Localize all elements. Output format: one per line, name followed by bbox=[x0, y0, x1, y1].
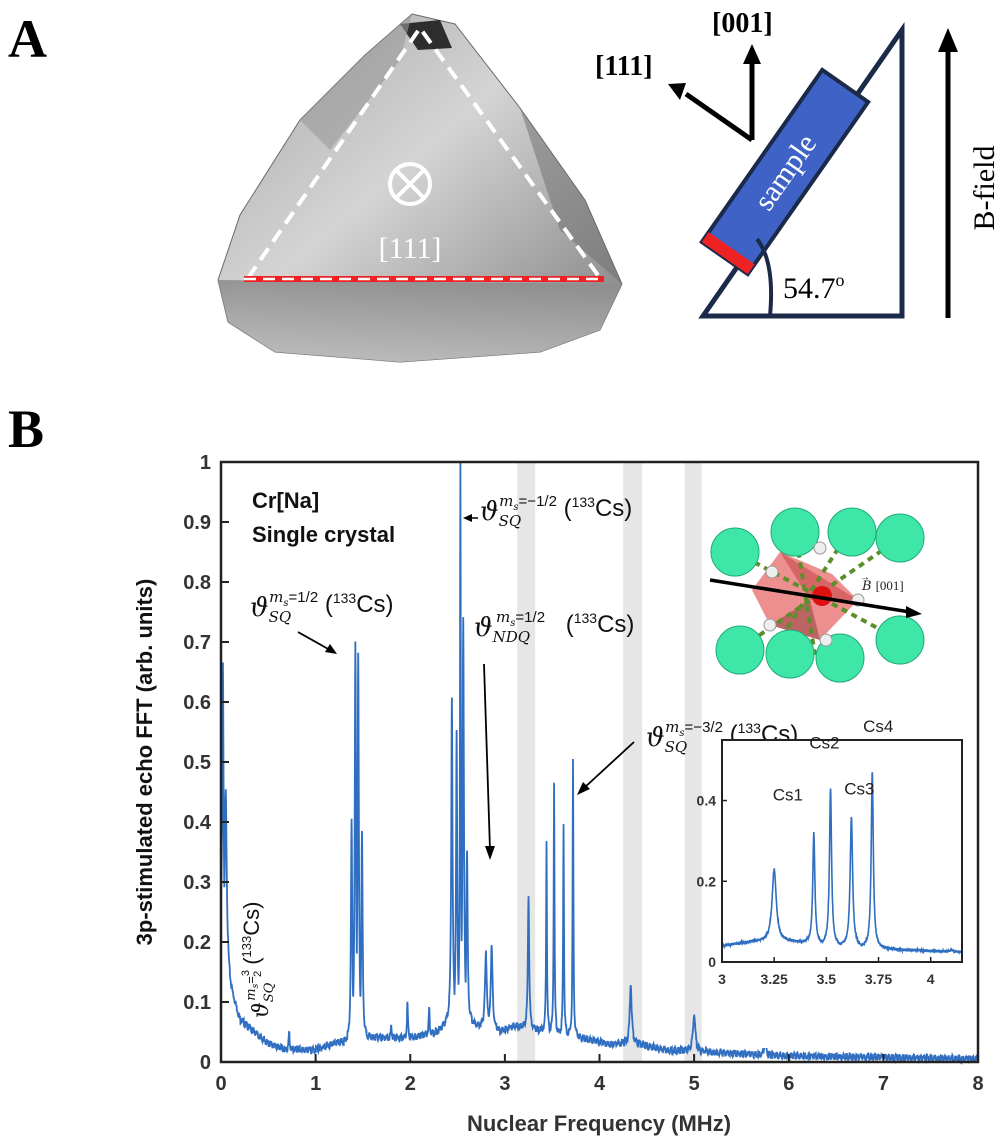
y-tick-label: 0.5 bbox=[183, 752, 211, 774]
y-tick-label: 0.7 bbox=[183, 632, 211, 654]
sample-title-line2: Single crystal bbox=[252, 522, 395, 547]
svg-text:ϑNDQms=1/2 (133Cs): ϑNDQms=1/2 (133Cs) bbox=[474, 608, 634, 646]
x-axis-ticks: 0 1 2 3 4 5 6 7 8 bbox=[215, 1054, 984, 1095]
y-axis-ticks: 0 0.1 0.2 0.3 0.4 0.5 0.6 0.7 0.8 0.9 1 bbox=[183, 452, 229, 1074]
vector-b-label: B[001] bbox=[861, 578, 904, 594]
x-tick-label: 2 bbox=[405, 1073, 416, 1095]
inset-peak-label: Cs1 bbox=[773, 786, 803, 805]
inset-x-tick-label: 3.75 bbox=[865, 971, 892, 987]
panel-a-letter: A bbox=[8, 9, 47, 69]
x-tick-label: 5 bbox=[689, 1073, 700, 1095]
crystal-face-label: [111] bbox=[379, 232, 442, 265]
inset-y-tick-label: 0.2 bbox=[697, 873, 717, 889]
inset-x-ticks: 3 3.25 3.5 3.75 4 bbox=[718, 957, 935, 987]
inset-y-tick-label: 0.4 bbox=[697, 793, 717, 809]
direction-001-label: [001] bbox=[712, 8, 773, 39]
inset-x-tick-label: 3 bbox=[718, 971, 726, 987]
crystal-structure-inset: B[001] → bbox=[709, 507, 925, 683]
x-tick-label: 4 bbox=[594, 1073, 606, 1095]
angle-arc bbox=[755, 237, 774, 317]
annotation-sq-minus-half: ϑSQms=−1/2 (133Cs) bbox=[463, 492, 632, 530]
sample-title-line1: Cr[Na] bbox=[252, 488, 319, 513]
y-tick-label: 0 bbox=[200, 1052, 211, 1074]
series-main-spectrum bbox=[220, 461, 979, 1066]
inset-x-tick-label: 4 bbox=[927, 971, 935, 987]
shaded-band-2 bbox=[623, 462, 643, 1062]
x-tick-label: 8 bbox=[972, 1073, 983, 1095]
b-field-label: B-field bbox=[968, 146, 1000, 231]
shaded-bands bbox=[517, 462, 702, 1062]
annotation-sq-minus-three-half: ϑSQms=−3/2 (133Cs) bbox=[577, 718, 798, 795]
y-tick-label: 0.8 bbox=[183, 572, 211, 594]
inset-y-tick-label: 0 bbox=[708, 954, 716, 970]
y-tick-label: 0.6 bbox=[183, 692, 211, 714]
inset-peak-label: Cs3 bbox=[844, 780, 874, 799]
y-tick-label: 0.9 bbox=[183, 512, 211, 534]
svg-text:ϑSQms=−1/2 (133Cs): ϑSQms=−1/2 (133Cs) bbox=[480, 492, 632, 530]
x-tick-label: 1 bbox=[310, 1073, 321, 1095]
x-tick-label: 0 bbox=[215, 1073, 226, 1095]
angle-label: 54.7o bbox=[783, 270, 845, 305]
arrow-111 bbox=[684, 91, 754, 143]
shaded-band-3 bbox=[684, 462, 702, 1062]
panel-b-letter: B bbox=[8, 399, 45, 459]
crystal-image: [111] bbox=[217, 13, 623, 363]
svg-text:ϑSQms=32 (133Cs): ϑSQms=32 (133Cs) bbox=[239, 902, 277, 1018]
y-tick-label: 0.1 bbox=[183, 992, 211, 1014]
inset-frame bbox=[721, 739, 963, 963]
y-tick-label: 0.4 bbox=[183, 812, 212, 834]
annotation-sq-three-half: ϑSQms=32 (133Cs) bbox=[239, 902, 277, 1018]
inset-y-ticks: 0 0.2 0.4 bbox=[697, 793, 727, 970]
x-tick-label: 3 bbox=[499, 1073, 510, 1095]
y-axis-label: 3p-stimulated echo FFT (arb. units) bbox=[132, 579, 157, 946]
x-tick-label: 7 bbox=[878, 1073, 889, 1095]
inset-peak-label: Cs4 bbox=[863, 717, 893, 736]
y-tick-label: 1 bbox=[200, 452, 211, 474]
shaded-band-1 bbox=[517, 462, 536, 1062]
annotation-ndq-plus-half: ϑNDQms=1/2 (133Cs) bbox=[474, 608, 634, 860]
panel-a: [111] sample 54.7o [001] [111] B-field bbox=[217, 8, 1000, 363]
x-tick-label: 6 bbox=[783, 1073, 794, 1095]
y-tick-label: 0.2 bbox=[183, 932, 211, 954]
svg-text:ϑSQms=1/2 (133Cs): ϑSQms=1/2 (133Cs) bbox=[250, 588, 394, 626]
svg-text:→: → bbox=[860, 572, 870, 583]
series-inset-spectrum bbox=[721, 772, 963, 956]
inset-x-tick-label: 3.5 bbox=[817, 971, 837, 987]
inset-x-tick-label: 3.25 bbox=[761, 971, 788, 987]
into-page-symbol bbox=[388, 162, 432, 206]
inset-peak-label: Cs2 bbox=[809, 733, 839, 752]
annotation-sq-plus-half: ϑSQms=1/2 (133Cs) bbox=[250, 588, 394, 654]
direction-111-label: [111] bbox=[595, 51, 653, 82]
y-tick-label: 0.3 bbox=[183, 872, 211, 894]
x-axis-label: Nuclear Frequency (MHz) bbox=[467, 1111, 731, 1136]
